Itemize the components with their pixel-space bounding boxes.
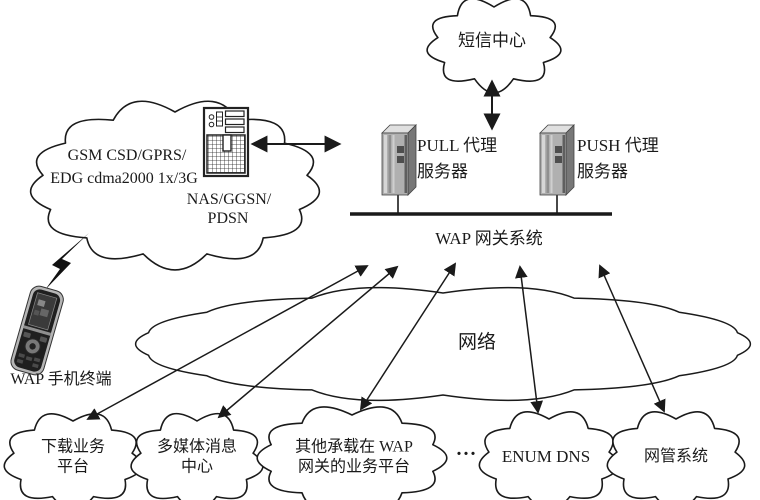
gateway-server-icon [202,106,250,178]
arrow-gateway-nms [598,264,666,413]
label-access-line4: PDSN [207,209,249,227]
label-access-line1: GSM CSD/GPRS/ [67,146,187,164]
lightning-bolt-icon [45,233,89,290]
label-wap-gateway: WAP 网关系统 [435,229,543,249]
cloud-nms [606,411,746,500]
arrow-gateway-enum [515,265,543,414]
mobile-phone-icon [10,285,64,376]
label-access-line3: NAS/GGSN/ [186,190,272,208]
cloud-mms-center [130,412,264,500]
cloud-enum-dns [478,411,620,500]
label-ellipsis: ... [456,438,478,461]
label-other-platform: 其他承载在 WAP 网关的业务平台 [295,438,413,476]
label-mms-center: 多媒体消息 中心 [156,438,238,476]
label-sms-center: 短信中心 [458,31,526,51]
label-network: 网络 [457,331,497,353]
pull-server-icon [381,124,417,196]
push-server-icon [539,124,575,196]
cloud-download-platform [3,412,143,500]
label-nms: 网管系统 [643,447,709,465]
cloud-network [134,286,752,402]
label-push-proxy: PUSH 代理 服务器 [577,136,659,182]
label-pull-proxy: PULL 代理 服务器 [417,136,498,182]
label-download-platform: 下载业务 平台 [40,438,106,476]
label-enum-dns: ENUM DNS [501,447,591,467]
label-access-line2: EDG cdma2000 1x/3G [50,169,198,187]
arrow-gateway-other [359,262,457,411]
cloud-other-platform [256,406,448,500]
label-phone-terminal: WAP 手机终端 [10,370,112,388]
